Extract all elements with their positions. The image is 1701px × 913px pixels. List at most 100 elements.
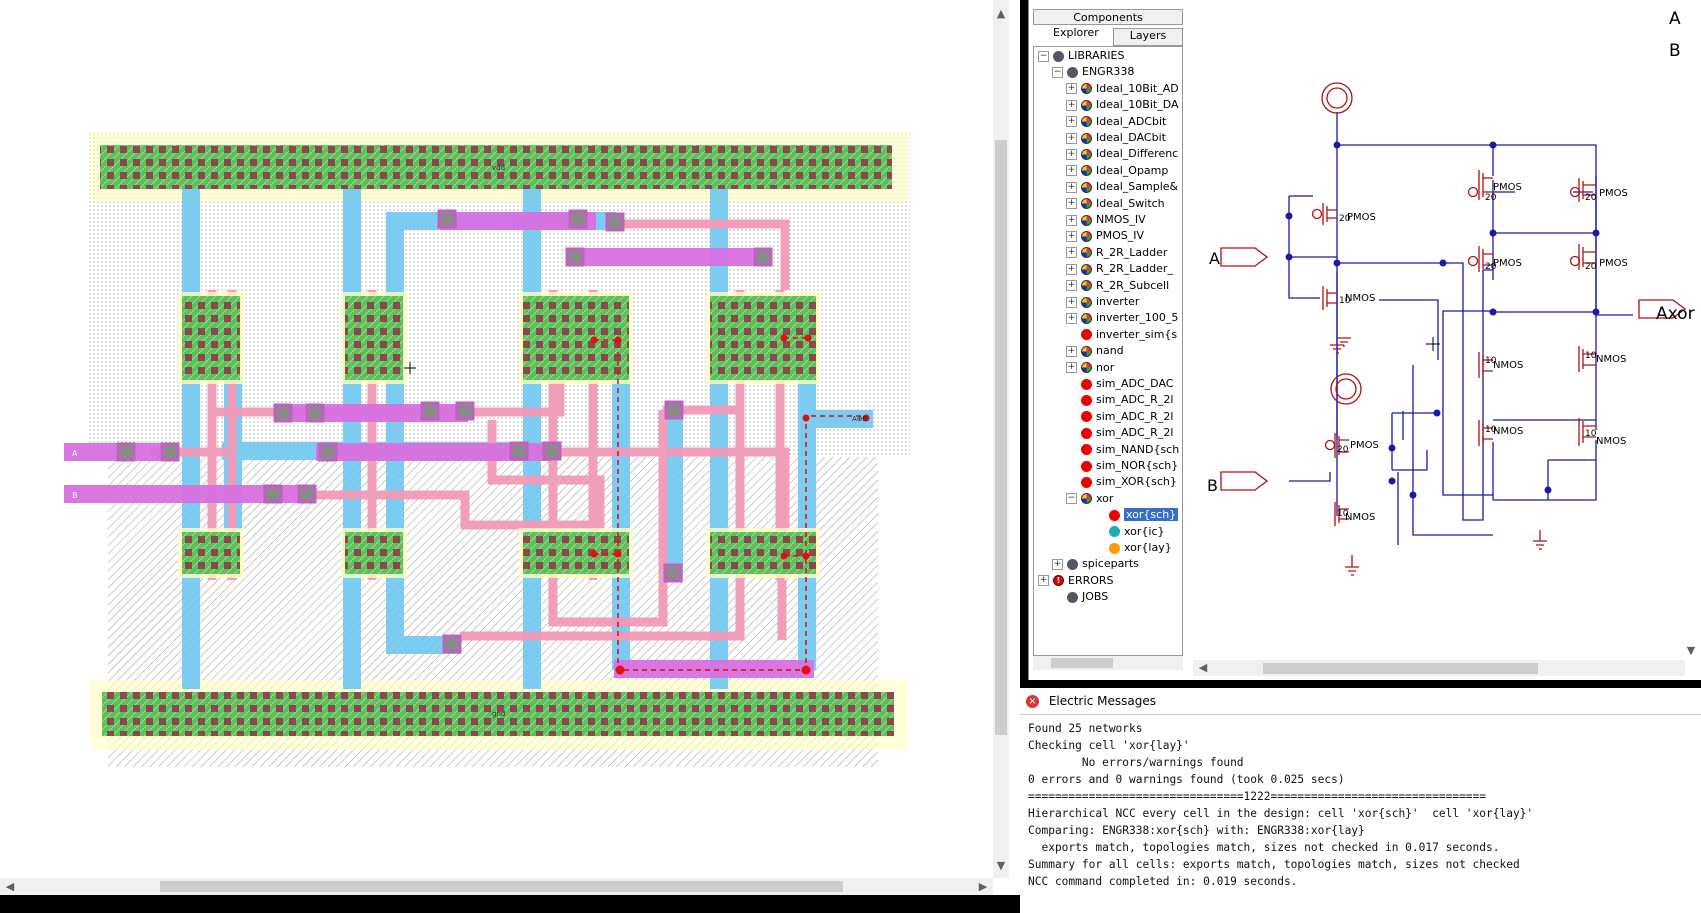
tree-item-cell[interactable]: + Ideal_10Bit_AD [1066, 82, 1179, 97]
vias [116, 209, 773, 654]
collapse-icon[interactable]: − [1052, 66, 1063, 78]
tree-item-label: inverter_sim{s [1096, 327, 1178, 341]
expand-icon[interactable]: + [1066, 214, 1077, 226]
nmos-width-6: 10 [1337, 509, 1349, 519]
tree-item-cell[interactable]: sim_ADC_R_2l [1066, 426, 1173, 441]
schematic-cursor [1426, 337, 1440, 351]
expand-icon[interactable]: + [1066, 116, 1077, 128]
scroll-up-icon[interactable]: ▲ [996, 7, 1006, 20]
schematic-hscrollbar[interactable]: ◀ [1193, 660, 1685, 676]
folder-icon [1053, 50, 1064, 62]
tree-item-spiceparts[interactable]: +spiceparts [1052, 557, 1139, 572]
tree-hscroll-thumb[interactable] [1051, 658, 1113, 668]
export-a-label: A [72, 449, 78, 458]
tree-item-libraries[interactable]: −LIBRARIES [1038, 49, 1124, 64]
layout-vscrollbar[interactable]: ▲ ▼ [993, 0, 1009, 878]
layout-canvas[interactable]: vdd gnd [0, 0, 1000, 875]
tab-explorer[interactable]: Explorer [1053, 26, 1099, 39]
expand-icon[interactable]: + [1066, 263, 1077, 275]
tree-item-cell[interactable]: +Ideal_ADCbit [1066, 115, 1166, 130]
tree-item-cell[interactable]: sim_ADC_DAC [1066, 377, 1173, 392]
tree-item-cell[interactable]: sim_NOR{sch} [1066, 459, 1178, 474]
tab-components[interactable]: Components [1033, 9, 1183, 25]
close-icon[interactable]: × [1026, 695, 1039, 708]
library-tree[interactable]: −LIBRARIES−ENGR338+Ideal_10Bit_AD+Ideal_… [1033, 46, 1183, 656]
expand-icon[interactable]: + [1066, 83, 1077, 95]
tree-item-cell[interactable]: +inverter [1066, 295, 1139, 310]
tree-item-cell[interactable]: +inverter_100_5 [1066, 311, 1178, 326]
expand-icon[interactable]: + [1066, 280, 1077, 292]
tree-item-xor-ic[interactable]: xor{ic} [1094, 525, 1165, 540]
expand-icon[interactable]: + [1066, 230, 1077, 242]
expand-icon[interactable]: + [1066, 198, 1077, 210]
transistors-n[interactable] [178, 528, 820, 578]
expand-icon[interactable]: + [1066, 312, 1077, 324]
expand-icon[interactable]: + [1066, 345, 1077, 357]
tree-item-cell[interactable]: +nand [1066, 344, 1124, 359]
metal2-lines [64, 212, 814, 678]
tree-item-cell[interactable]: +NMOS_IV [1066, 213, 1146, 228]
tree-item-cell[interactable]: + nor [1066, 361, 1114, 376]
scroll-down-icon[interactable]: ▼ [996, 859, 1006, 872]
schematic-input-b: B [1207, 476, 1218, 495]
tree-item-cell[interactable]: sim_NAND{sch [1066, 443, 1179, 458]
tree-item-label: Ideal_DACbit [1096, 131, 1166, 144]
tree-item-cell[interactable]: +Ideal_Differenc [1066, 147, 1178, 162]
tree-item-xor-sch[interactable]: xor{sch} [1094, 508, 1179, 523]
tree-item-xor-lay[interactable]: xor{lay} [1094, 541, 1172, 556]
tree-item-label: Ideal_10Bit_AD [1096, 81, 1179, 95]
tree-item-cell[interactable]: +Ideal_Sample& [1066, 180, 1178, 195]
tree-item-errors[interactable]: +!ERRORS [1038, 574, 1114, 589]
layout-hscrollbar[interactable]: ◀ ▶ [0, 878, 993, 895]
layout-vscroll-thumb[interactable] [995, 140, 1007, 735]
scroll-right-icon[interactable]: ▶ [978, 880, 988, 893]
tree-item-cell[interactable]: +R_2R_Ladder_ [1066, 262, 1173, 277]
tree-item-cell[interactable]: sim_ADC_R_2l [1066, 410, 1173, 425]
tree-item-cell[interactable]: sim_XOR{sch} [1066, 475, 1177, 490]
tree-item-cell[interactable]: +PMOS_IV [1066, 229, 1144, 244]
tree-item-jobs[interactable]: JOBS [1052, 590, 1108, 605]
tree-item-cell[interactable]: + Ideal_DACbit [1066, 131, 1166, 146]
schematic-canvas[interactable]: 20 PMOS 20 PMOS 20 PMOS 20 PMOS 20 PMOS … [1193, 0, 1701, 660]
schematic-window[interactable]: 20 PMOS 20 PMOS 20 PMOS 20 PMOS 20 PMOS … [1193, 0, 1701, 680]
expand-icon[interactable]: + [1066, 296, 1077, 308]
tree-item-cell[interactable]: inverter_sim{s [1066, 328, 1177, 343]
tree-item-cell[interactable]: +Ideal_Switch [1066, 197, 1165, 212]
explorer-panel[interactable]: Components Explorer Layers −LIBRARIES−EN… [1028, 0, 1194, 680]
expand-icon[interactable]: + [1066, 181, 1077, 193]
expand-icon[interactable]: + [1052, 558, 1063, 570]
expand-icon[interactable]: + [1066, 362, 1077, 374]
collapse-icon[interactable]: − [1038, 50, 1049, 62]
tree-item-cell[interactable]: −xor [1066, 492, 1113, 507]
lib-icon [1081, 362, 1092, 374]
scroll-left-icon[interactable]: ◀ [5, 880, 15, 893]
tree-item-label: nor [1096, 360, 1115, 374]
tree-item-cell[interactable]: +R_2R_Ladder [1066, 246, 1167, 261]
expand-icon[interactable]: + [1066, 99, 1077, 111]
tree-item-cell[interactable]: +Ideal_10Bit_DA [1066, 98, 1179, 113]
tree-item-engr338[interactable]: −ENGR338 [1052, 65, 1134, 80]
expand-icon[interactable]: + [1066, 165, 1077, 177]
collapse-icon[interactable]: − [1066, 493, 1077, 505]
scroll-down-icon[interactable]: ▼ [1686, 644, 1696, 657]
expand-icon[interactable]: + [1066, 148, 1077, 160]
tree-item-cell[interactable]: +Ideal_Opamp [1066, 164, 1168, 179]
pmos-label-6: PMOS [1350, 440, 1379, 451]
scroll-left-icon[interactable]: ◀ [1198, 661, 1208, 674]
layout-hscroll-thumb[interactable] [160, 881, 843, 892]
tree-item-cell[interactable]: +R_2R_Subcell [1066, 279, 1169, 294]
transistors-p[interactable] [178, 292, 820, 384]
expand-icon[interactable]: + [1066, 247, 1077, 259]
layout-window[interactable]: vdd gnd [0, 0, 1020, 895]
expand-icon[interactable]: + [1066, 132, 1077, 144]
red-icon [1081, 378, 1092, 390]
messages-titlebar[interactable]: × Electric Messages [1020, 688, 1701, 715]
tree-item-cell[interactable]: sim_ADC_R_2l [1066, 393, 1173, 408]
pmos-width-5: 20 [1585, 262, 1597, 272]
tree-hscrollbar[interactable] [1033, 656, 1183, 670]
schematic-hscroll-thumb[interactable] [1263, 663, 1538, 674]
tab-layers[interactable]: Layers [1113, 28, 1183, 46]
red-icon [1081, 444, 1092, 456]
expand-icon[interactable]: + [1038, 575, 1049, 587]
